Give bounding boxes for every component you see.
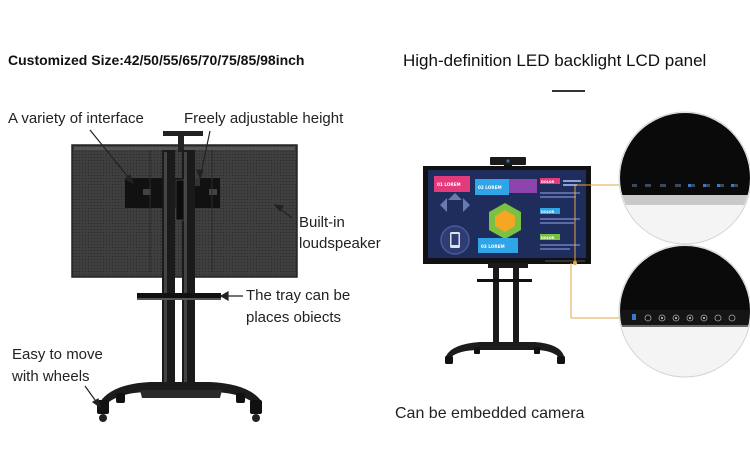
zoom-connectors: [570, 184, 621, 319]
wheel-icon: [97, 393, 262, 422]
ports-zoom-icon: [618, 111, 750, 245]
screen-slide: 01 LOREM 02 LOREM 03 LOREM DOLOR DOLOR D…: [428, 170, 586, 258]
panel-title: High-definition LED backlight LCD panel: [403, 51, 707, 70]
slide-item-1: 01 LOREM: [437, 182, 461, 187]
customized-size-title: Customized Size:42/50/55/65/70/75/85/98i…: [8, 52, 305, 68]
interface-callout: A variety of interface: [8, 110, 144, 127]
slide-tag-2: DOLOR: [541, 210, 555, 214]
slide-item-2: 02 LOREM: [478, 185, 502, 190]
adjustable-height-callout: Freely adjustable height: [184, 110, 344, 127]
phone-icon: [450, 232, 460, 248]
camera-icon: [506, 159, 510, 163]
speaker-callout-line1: Built-in: [299, 214, 345, 231]
buttons-zoom-icon: [618, 244, 750, 378]
cart-stand-right: [445, 263, 565, 364]
callout-arrows-left: [84, 129, 293, 409]
wheels-callout-line2: with wheels: [12, 368, 90, 385]
cart-stand: [100, 131, 262, 406]
wheels-callout-line1: Easy to move: [12, 346, 103, 363]
tray-callout-line2: places obiects: [246, 309, 342, 326]
slide-tag-3: DOLOR: [541, 236, 555, 240]
tv-front-icon: 01 LOREM 02 LOREM 03 LOREM DOLOR DOLOR D…: [423, 157, 591, 264]
slide-tag-1: DOLOR: [541, 180, 555, 184]
tray-callout-line1: The tray can be: [246, 287, 351, 304]
speaker-callout-line2: loudspeaker: [299, 235, 381, 252]
slide-item-3: 03 LOREM: [481, 244, 505, 249]
title-divider: [552, 90, 585, 92]
camera-caption: Can be embedded camera: [395, 405, 585, 422]
